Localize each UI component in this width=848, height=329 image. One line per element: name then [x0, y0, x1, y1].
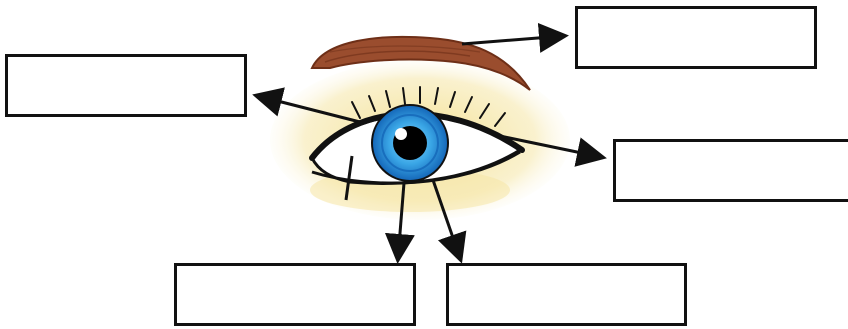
label-box-iris[interactable] — [174, 263, 416, 326]
label-box-pupil[interactable] — [446, 263, 687, 326]
pupil-highlight — [395, 128, 407, 140]
arrow-eyebrow — [462, 36, 563, 44]
label-box-eyelashes[interactable] — [613, 139, 848, 202]
label-box-eyebrow[interactable] — [575, 6, 817, 69]
label-box-upper-eyelid[interactable] — [5, 54, 247, 117]
